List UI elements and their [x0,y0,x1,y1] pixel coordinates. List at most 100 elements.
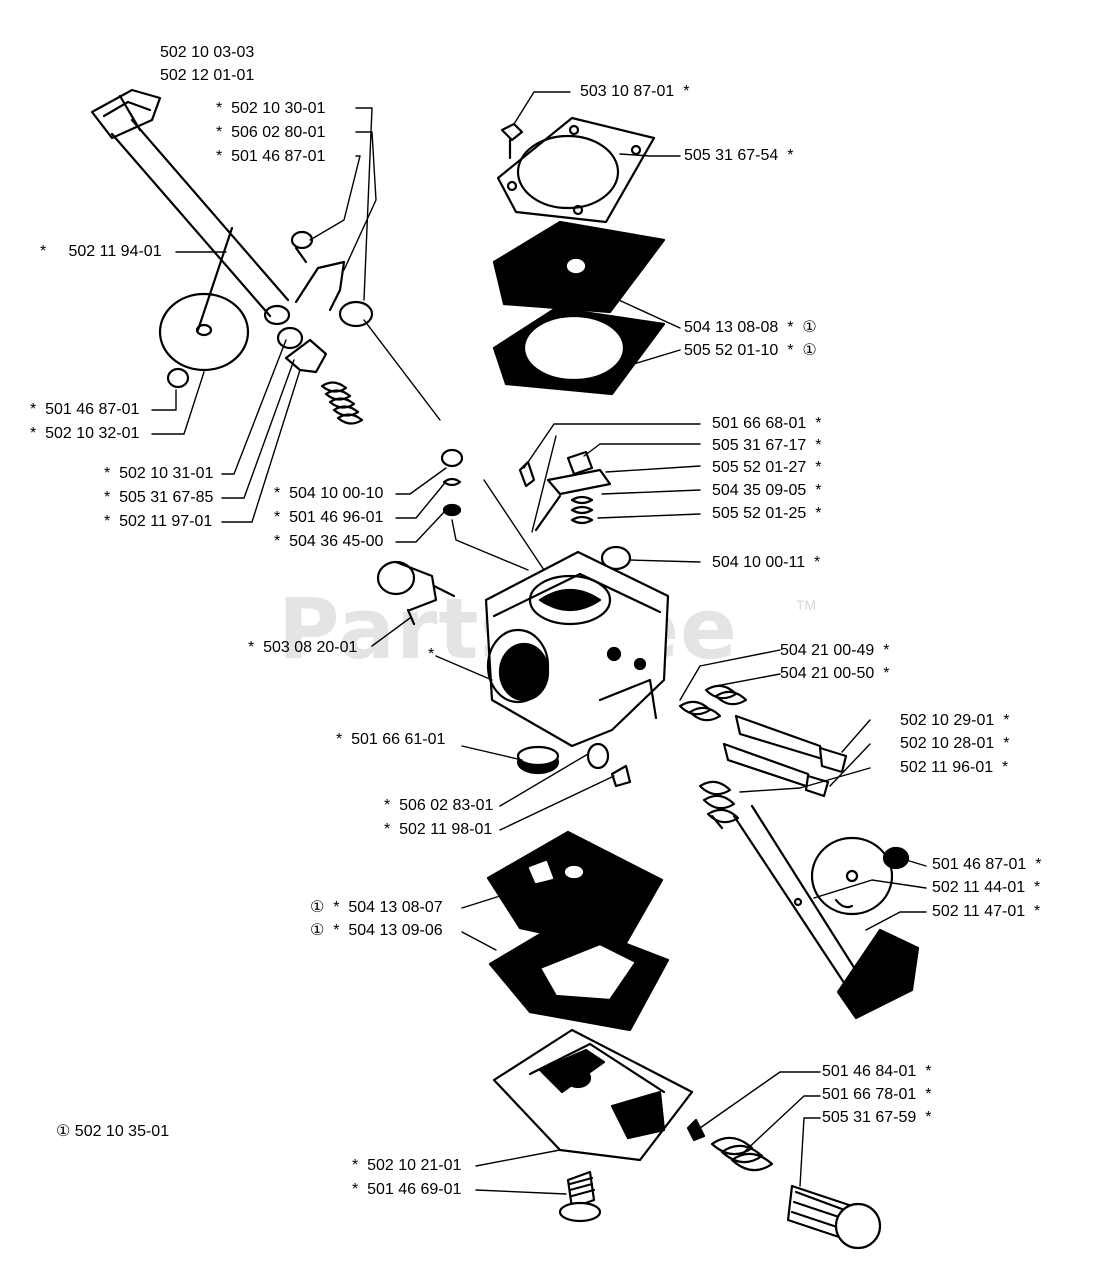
metering-cover [492,1028,694,1162]
choke-valve-disc [810,836,894,916]
part-number: 501 46 69-01 [367,1181,462,1198]
part-number: 506 02 80-01 [231,124,326,141]
spare-part-marker: * [815,459,822,476]
pump-cover-screw [500,122,524,160]
part-label-marker-only: * [428,646,435,663]
part-label: * 502 10 32-01 [30,425,139,443]
part-label: * 506 02 80-01 [216,124,325,142]
part-number: 502 10 30-01 [231,100,326,117]
part-number: 504 36 45-00 [289,533,384,550]
part-number: 502 10 31-01 [119,465,214,482]
part-label: * 503 08 20-01 [248,639,357,657]
part-number: 505 31 67-59 [822,1109,917,1126]
part-label: * 502 11 94-01 [40,243,162,261]
spare-part-marker: * [815,415,822,432]
spare-part-marker: * [683,83,690,100]
part-number: 502 10 32-01 [45,425,140,442]
spare-part-marker: * [30,425,37,442]
filter-screen [516,745,560,775]
part-number: 502 11 96-01 [900,759,994,776]
part-label: 501 46 87-01 * [932,856,1041,874]
spare-part-marker: * [814,554,821,571]
part-number: 502 10 21-01 [367,1157,462,1174]
part-label: 501 66 78-01 * [822,1086,931,1104]
kit-marker: ① [310,899,325,916]
part-label: * 501 46 96-01 [274,509,383,527]
fuel-inlet-fitting [376,560,456,626]
small-oring [600,545,632,571]
choke-screw [882,846,910,870]
spare-part-marker: * [815,437,822,454]
part-number: 504 35 09-05 [712,482,807,499]
watermark-trademark: TM [796,597,817,613]
part-number: 502 11 98-01 [399,821,493,838]
part-label: * 501 46 87-01 [216,148,325,166]
part-label: 501 46 84-01 * [822,1063,931,1081]
header-part-number: 502 10 03-03 [160,44,255,61]
pump-gasket [492,306,666,396]
kit-marker: ① [310,922,325,939]
part-number: 502 11 97-01 [119,513,213,530]
spare-part-marker: * [787,342,794,359]
spare-part-marker: * [384,821,391,838]
part-label: 505 31 67-59 * [822,1109,931,1127]
part-label: 504 10 00-11 * [712,554,820,572]
washer-stack [440,448,464,517]
part-number: 505 31 67-54 [684,147,779,164]
part-label: * 504 36 45-00 [274,533,383,551]
spare-part-marker: * [333,922,340,939]
part-number: 502 11 44-01 [932,879,1026,896]
part-label: 503 10 87-01 * [580,83,689,101]
spare-part-marker: * [352,1157,359,1174]
part-label: * 502 10 21-01 [352,1157,461,1175]
kit-marker: ① [802,319,817,336]
part-number: 503 08 20-01 [263,639,358,656]
part-label: 505 52 01-10 * ① [684,342,817,360]
part-label: 502 11 96-01 * [900,759,1008,777]
spare-part-marker: * [1003,735,1010,752]
part-label: 502 11 44-01 * [932,879,1040,897]
spare-part-marker: * [925,1063,932,1080]
spare-part-marker: * [248,639,255,656]
throttle-valve-disc [158,226,250,372]
spare-part-marker: * [352,1181,359,1198]
spare-part-marker: * [787,319,794,336]
spare-part-marker: * [104,489,111,506]
spare-part-marker: * [30,401,37,418]
spare-part-marker: * [104,465,111,482]
pump-cover [496,116,656,224]
part-label: 501 66 68-01 * [712,415,821,433]
part-number: 502 11 47-01 [932,903,1026,920]
spare-part-marker: * [216,148,223,165]
spare-part-marker: * [1034,903,1041,920]
part-number: 504 10 00-11 [712,554,806,571]
part-label: * 502 11 98-01 [384,821,492,839]
spare-part-marker: * [216,100,223,117]
spare-part-marker: * [883,642,890,659]
part-label: 504 21 00-50 * [780,665,889,683]
spare-part-marker: * [1034,879,1041,896]
coil-spring [320,381,364,425]
spare-part-marker: * [787,147,794,164]
part-number: 501 46 84-01 [822,1063,917,1080]
part-number: 501 46 87-01 [932,856,1027,873]
part-number: 504 13 09-06 [348,922,443,939]
part-number: 501 46 87-01 [231,148,326,165]
small-valve [586,742,632,788]
part-number: 502 10 29-01 [900,712,995,729]
part-label: 505 31 67-17 * [712,437,821,455]
part-label: * 501 46 87-01 [30,401,139,419]
part-label: ① * 504 13 09-06 [310,922,443,940]
part-number: 505 52 01-27 [712,459,807,476]
part-label: 504 21 00-49 * [780,642,889,660]
spare-part-marker: * [274,509,281,526]
cover-screw [558,1170,602,1223]
spare-part-marker: * [216,124,223,141]
idle-screw-set [686,1118,882,1250]
part-number: 504 21 00-49 [780,642,875,659]
carburetor-body [484,550,670,748]
part-number: 505 52 01-10 [684,342,779,359]
part-number: 501 66 78-01 [822,1086,917,1103]
part-number: 501 66 61-01 [351,731,446,748]
